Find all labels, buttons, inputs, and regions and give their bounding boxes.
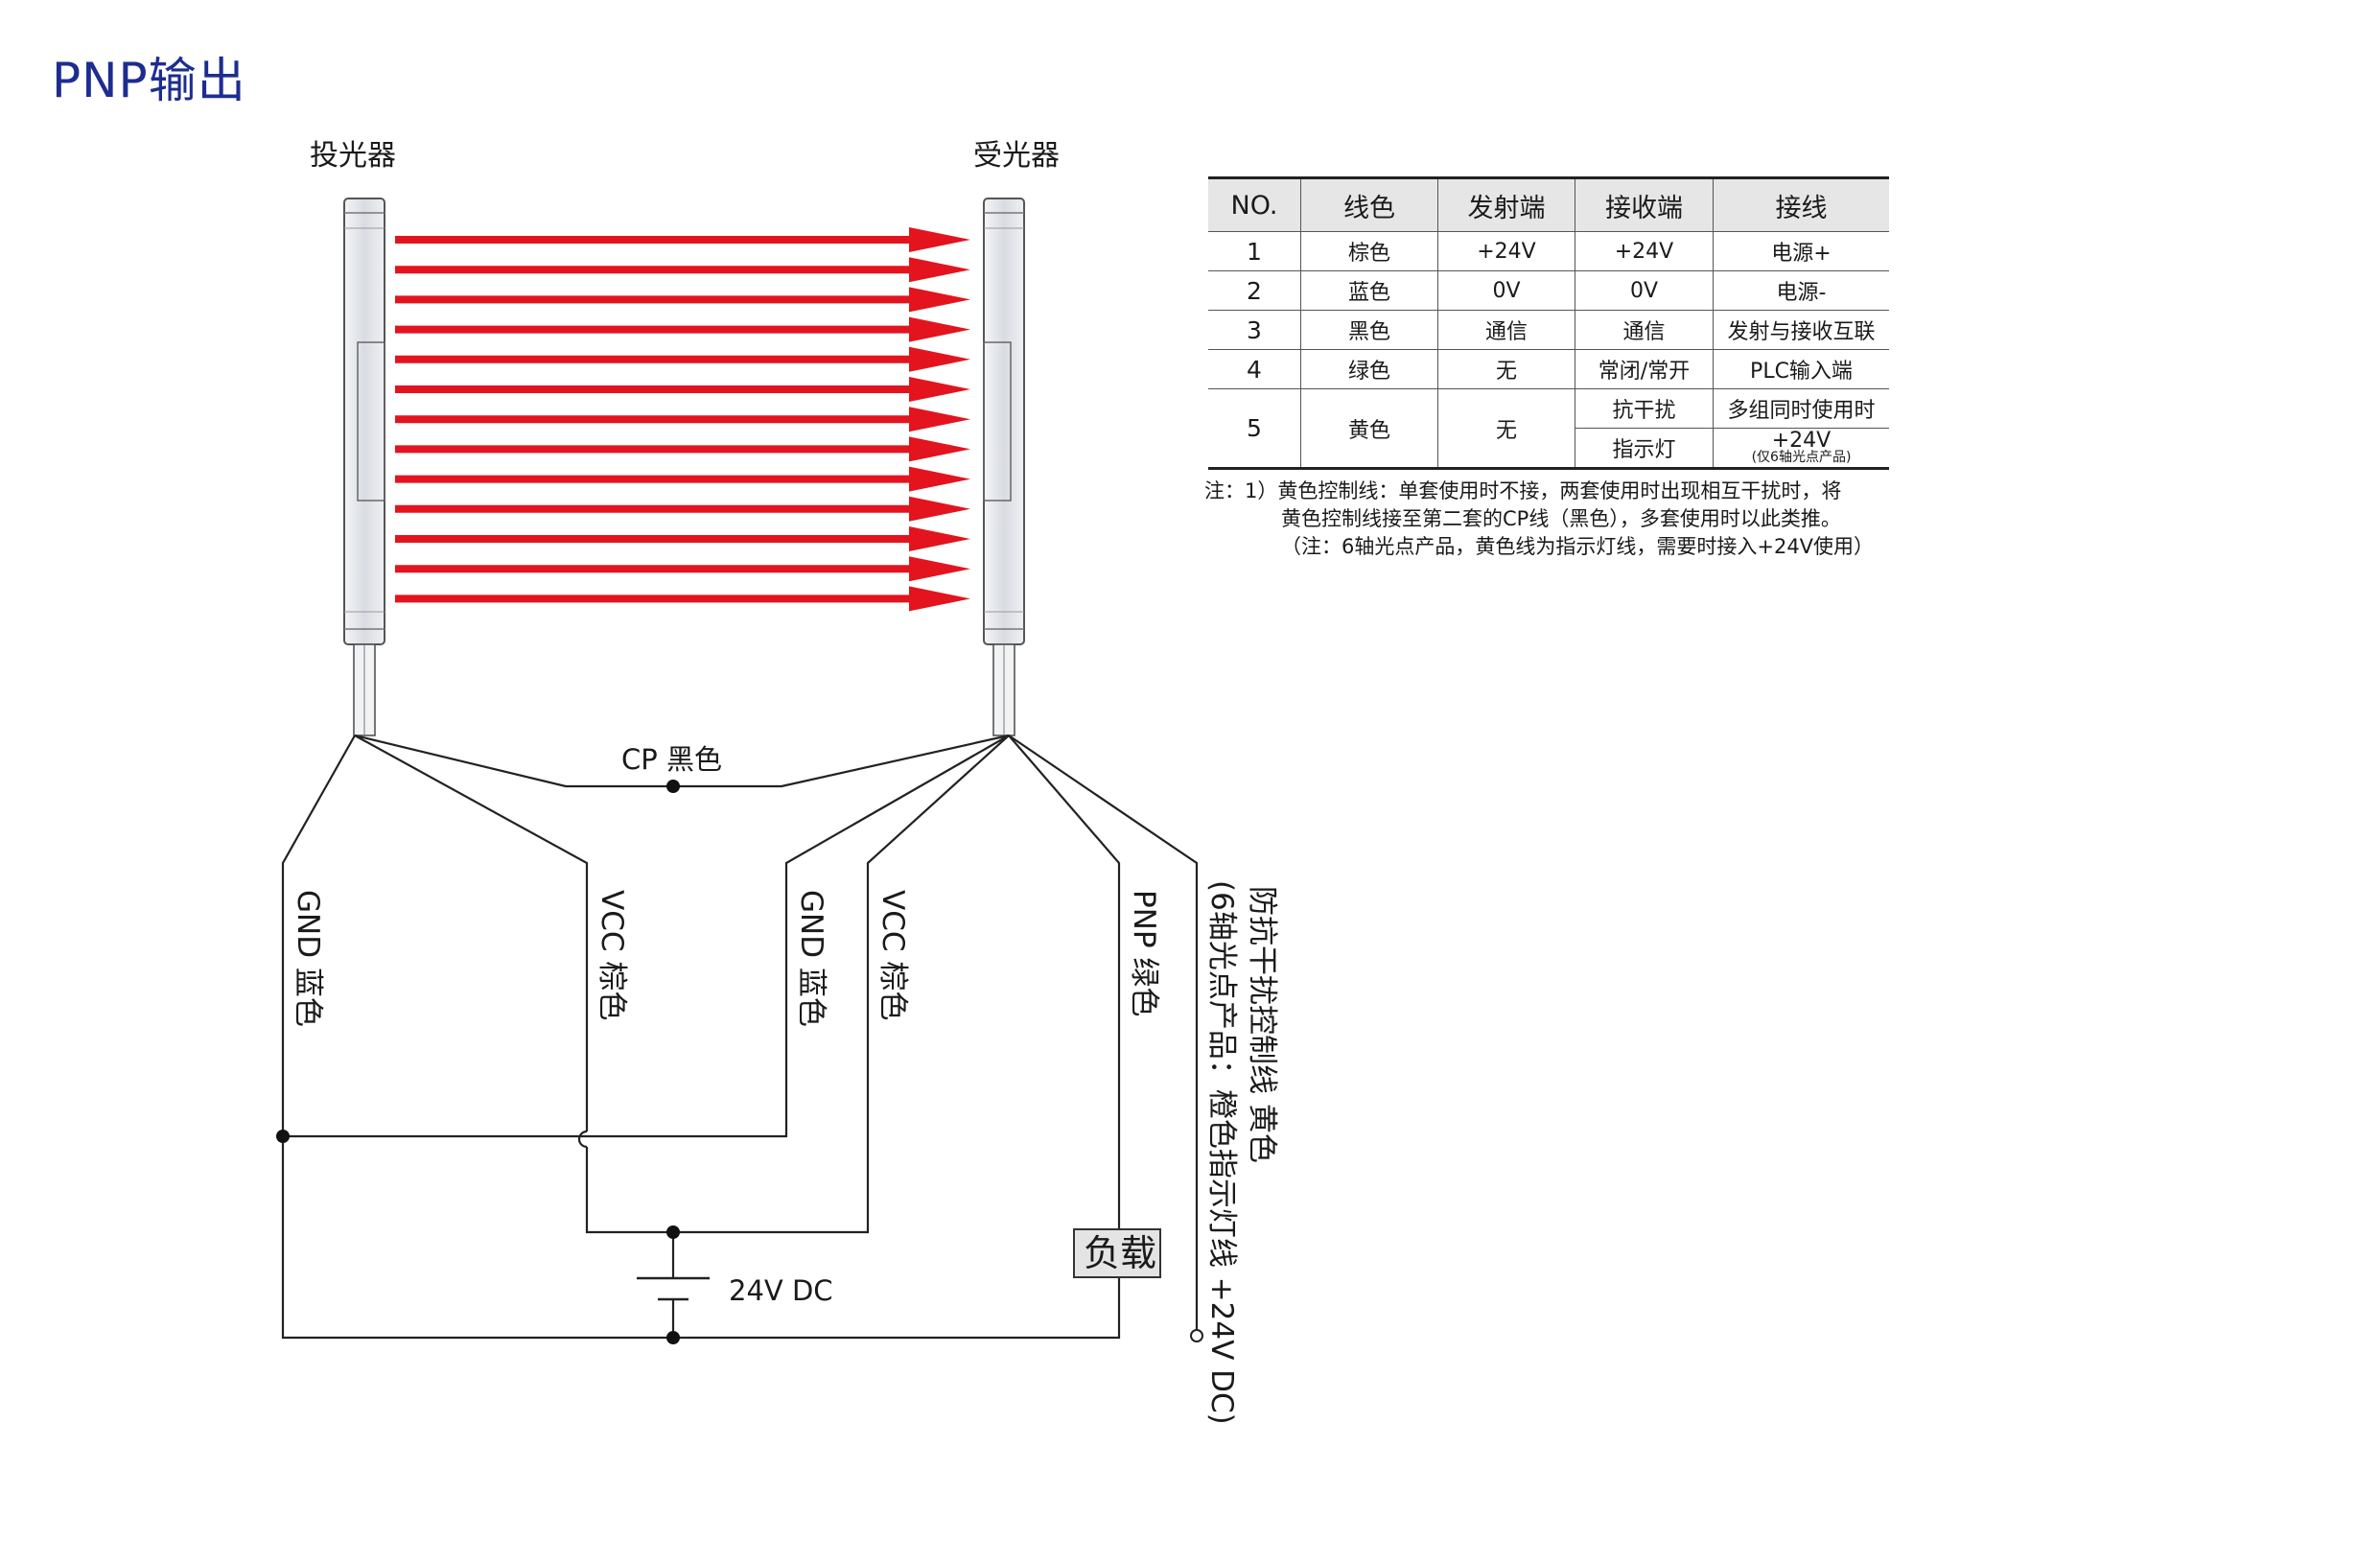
header-no: NO.: [1208, 177, 1301, 232]
note-line: 注：1）黄色控制线：单套使用时不接，两套使用时出现相互干扰时，将: [1204, 479, 1842, 502]
table-row: 2 蓝色 0V 0V 电源-: [1208, 270, 1889, 311]
cell: 电源-: [1713, 270, 1889, 311]
cell: PLC输入端: [1713, 349, 1889, 389]
beam-arrowhead: [909, 257, 970, 283]
yellow-control-label: 防抗干扰控制线 黄色: [1245, 886, 1279, 1163]
wire-spec-table: NO. 线色 发射端 接收端 接线 1 棕色 +24V +24V 电源+ 2 蓝…: [1208, 176, 1889, 470]
power-label: 24V DC: [729, 1274, 833, 1307]
beam-arrowhead: [909, 227, 970, 252]
yellow-control-wire: [1008, 735, 1199, 1330]
beam-arrowhead: [909, 526, 970, 551]
emitter-label: 投光器: [310, 139, 396, 173]
yellow-control-note: (6轴光点产品：橙色指示灯线 +24V DC): [1204, 880, 1239, 1425]
cell: 1: [1208, 231, 1301, 271]
cell: 4: [1208, 349, 1301, 389]
beam-arrowhead: [909, 586, 970, 612]
emitter-vcc-wire: [354, 735, 589, 1131]
cell: 0V: [1575, 270, 1714, 311]
cp-wire-label: CP 黑色: [621, 743, 722, 776]
receiver-vcc-label: VCC 棕色: [875, 890, 910, 1020]
load-label: 负载: [1084, 1232, 1156, 1274]
receiver-label: 受光器: [973, 139, 1060, 173]
beam-arrowhead: [909, 556, 970, 582]
beam-arrowhead: [909, 346, 970, 372]
emitter-bar: [343, 198, 385, 736]
table-row: 5 黄色 无 抗干扰 多组同时使用时: [1208, 388, 1889, 469]
beam-arrowhead: [909, 466, 970, 492]
note-line: （注：6轴光点产品，黄色线为指示灯线，需要时接入+24V使用）: [1281, 535, 1875, 558]
cell-main: +24V: [1771, 429, 1832, 453]
cell: 指示灯: [1575, 428, 1714, 469]
receiver-gnd-label: GND 蓝色: [794, 890, 828, 1027]
cell: 多组同时使用时: [1713, 388, 1889, 429]
beam-arrowhead: [909, 496, 970, 522]
table-row: 指示灯 +24V (仅6轴光点产品): [1208, 428, 1889, 469]
page-title: PNP输出: [52, 53, 246, 108]
load-box: 负载: [1073, 1228, 1161, 1278]
cell: 常闭/常开: [1575, 349, 1714, 389]
wires: [276, 734, 1203, 1344]
cell: 发射与接收互联: [1713, 310, 1889, 350]
cell-small: (仅6轴光点产品): [1751, 450, 1852, 465]
cell: 蓝色: [1300, 270, 1438, 311]
cell: 黄色: [1300, 388, 1438, 469]
cell: 通信: [1575, 310, 1714, 350]
cell: 无: [1437, 388, 1575, 469]
header-receiver: 接收端: [1575, 177, 1714, 232]
table-row: 1 棕色 +24V +24V 电源+: [1208, 231, 1889, 271]
cell: 5: [1208, 388, 1301, 469]
header-color: 线色: [1300, 177, 1438, 232]
note-line: 黄色控制线接至第二套的CP线（黑色），多套使用时以此类推。: [1281, 507, 1841, 530]
header-emitter: 发射端: [1437, 177, 1575, 232]
beam-arrowhead: [909, 316, 970, 342]
receiver-pnp-label: PNP 绿色: [1127, 890, 1161, 1016]
cell: 黑色: [1300, 310, 1438, 350]
receiver-pnp-wire: [1008, 735, 1121, 1229]
cell: +24V: [1437, 231, 1575, 271]
cell: +24V: [1575, 231, 1714, 271]
cell: 2: [1208, 270, 1301, 311]
beam-arrowhead: [909, 287, 970, 313]
cell: 通信: [1437, 310, 1575, 350]
header-wiring: 接线: [1713, 177, 1889, 232]
cell: 抗干扰: [1575, 388, 1714, 429]
cell: 无: [1437, 349, 1575, 389]
cell: 0V: [1437, 270, 1575, 311]
emitter-vcc-label: VCC 棕色: [595, 890, 629, 1020]
table-header-row: NO. 线色 发射端 接收端 接线: [1208, 177, 1889, 232]
receiver-bar: [983, 198, 1025, 736]
beam-arrowhead: [909, 377, 970, 402]
cell: 电源+: [1713, 231, 1889, 271]
beam-arrowhead: [909, 407, 970, 432]
emitter-gnd-wire: [281, 735, 1121, 1340]
cell: 3: [1208, 310, 1301, 350]
beam-arrowhead: [909, 436, 970, 462]
notes: 注：1）黄色控制线：单套使用时不接，两套使用时出现相互干扰时，将 黄色控制线接至…: [1204, 478, 1874, 561]
light-beams: [395, 227, 970, 612]
emitter-gnd-label: GND 蓝色: [291, 890, 325, 1027]
cell: 绿色: [1300, 349, 1438, 389]
receiver-gnd-wire: [283, 735, 1010, 1138]
cell: +24V (仅6轴光点产品): [1713, 428, 1889, 469]
table-row: 4 绿色 无 常闭/常开 PLC输入端: [1208, 349, 1889, 389]
cell: 棕色: [1300, 231, 1438, 271]
table-row: 3 黑色 通信 通信 发射与接收互联: [1208, 310, 1889, 350]
